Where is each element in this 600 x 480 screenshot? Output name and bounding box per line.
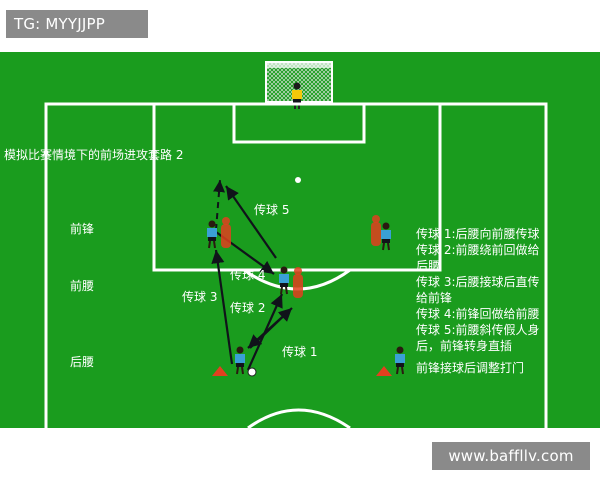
legend-line-7: 传球 5:前腰斜传假人身 — [416, 322, 540, 337]
legend-line-8: 后，前锋转身直插 — [416, 338, 512, 353]
player-right-forward — [381, 222, 391, 251]
pass-label-1: 传球 1 — [282, 344, 317, 359]
legend-line-5: 给前锋 — [416, 290, 452, 305]
legend-line-1: 传球 1:后腰向前腰传球 — [416, 226, 540, 241]
arrow-pass-5 — [225, 185, 277, 259]
row-label-back: 后腰 — [70, 355, 94, 369]
player-back — [235, 346, 245, 375]
player-right-back — [395, 346, 405, 375]
pass-label-4: 传球 4 — [230, 267, 265, 282]
ball — [247, 367, 257, 377]
forward-run-dashed — [213, 179, 226, 231]
finish-note: 前锋接球后调整打门 — [416, 360, 524, 375]
legend-line-3: 后腰 — [416, 259, 440, 273]
legend-line-4: 传球 3:后腰接球后直传 — [416, 274, 540, 289]
arrow-pass-2b — [249, 307, 293, 349]
cone-right-back — [376, 366, 392, 376]
pass-arrows — [211, 185, 293, 371]
row-label-forward: 前锋 — [70, 221, 94, 236]
penalty-spot — [295, 177, 301, 183]
pass-label-2: 传球 2 — [230, 300, 265, 315]
goal-area — [232, 102, 366, 144]
dummy-right-forward — [371, 215, 381, 246]
player-forward — [207, 220, 217, 249]
center-circle — [247, 408, 351, 428]
pitch-grass — [0, 52, 600, 428]
arrow-pass-3 — [211, 249, 234, 365]
pitch-lines — [44, 102, 548, 428]
dummy-midfield — [293, 267, 303, 298]
legend-line-6: 传球 4:前锋回做给前腰 — [416, 306, 540, 321]
watermark-bottom: www.baffllv.com — [432, 442, 590, 470]
diagram-title: 模拟比赛情境下的前场进攻套路 2 — [4, 147, 183, 162]
pass-label-3: 传球 3 — [182, 289, 217, 304]
watermark-top: TG: MYYJJPP — [6, 10, 148, 38]
tactics-pitch: 模拟比赛情境下的前场进攻套路 2 前锋 前腰 后腰 传球 1 传球 2 传球 3… — [0, 52, 600, 428]
pass-label-5: 传球 5 — [254, 202, 289, 217]
cone-left-back — [212, 366, 228, 376]
row-label-midfield: 前腰 — [70, 278, 94, 293]
legend-line-2: 传球 2:前腰绕前回做给 — [416, 242, 540, 257]
player-midfield — [279, 266, 289, 295]
dummy-forward — [221, 217, 231, 248]
